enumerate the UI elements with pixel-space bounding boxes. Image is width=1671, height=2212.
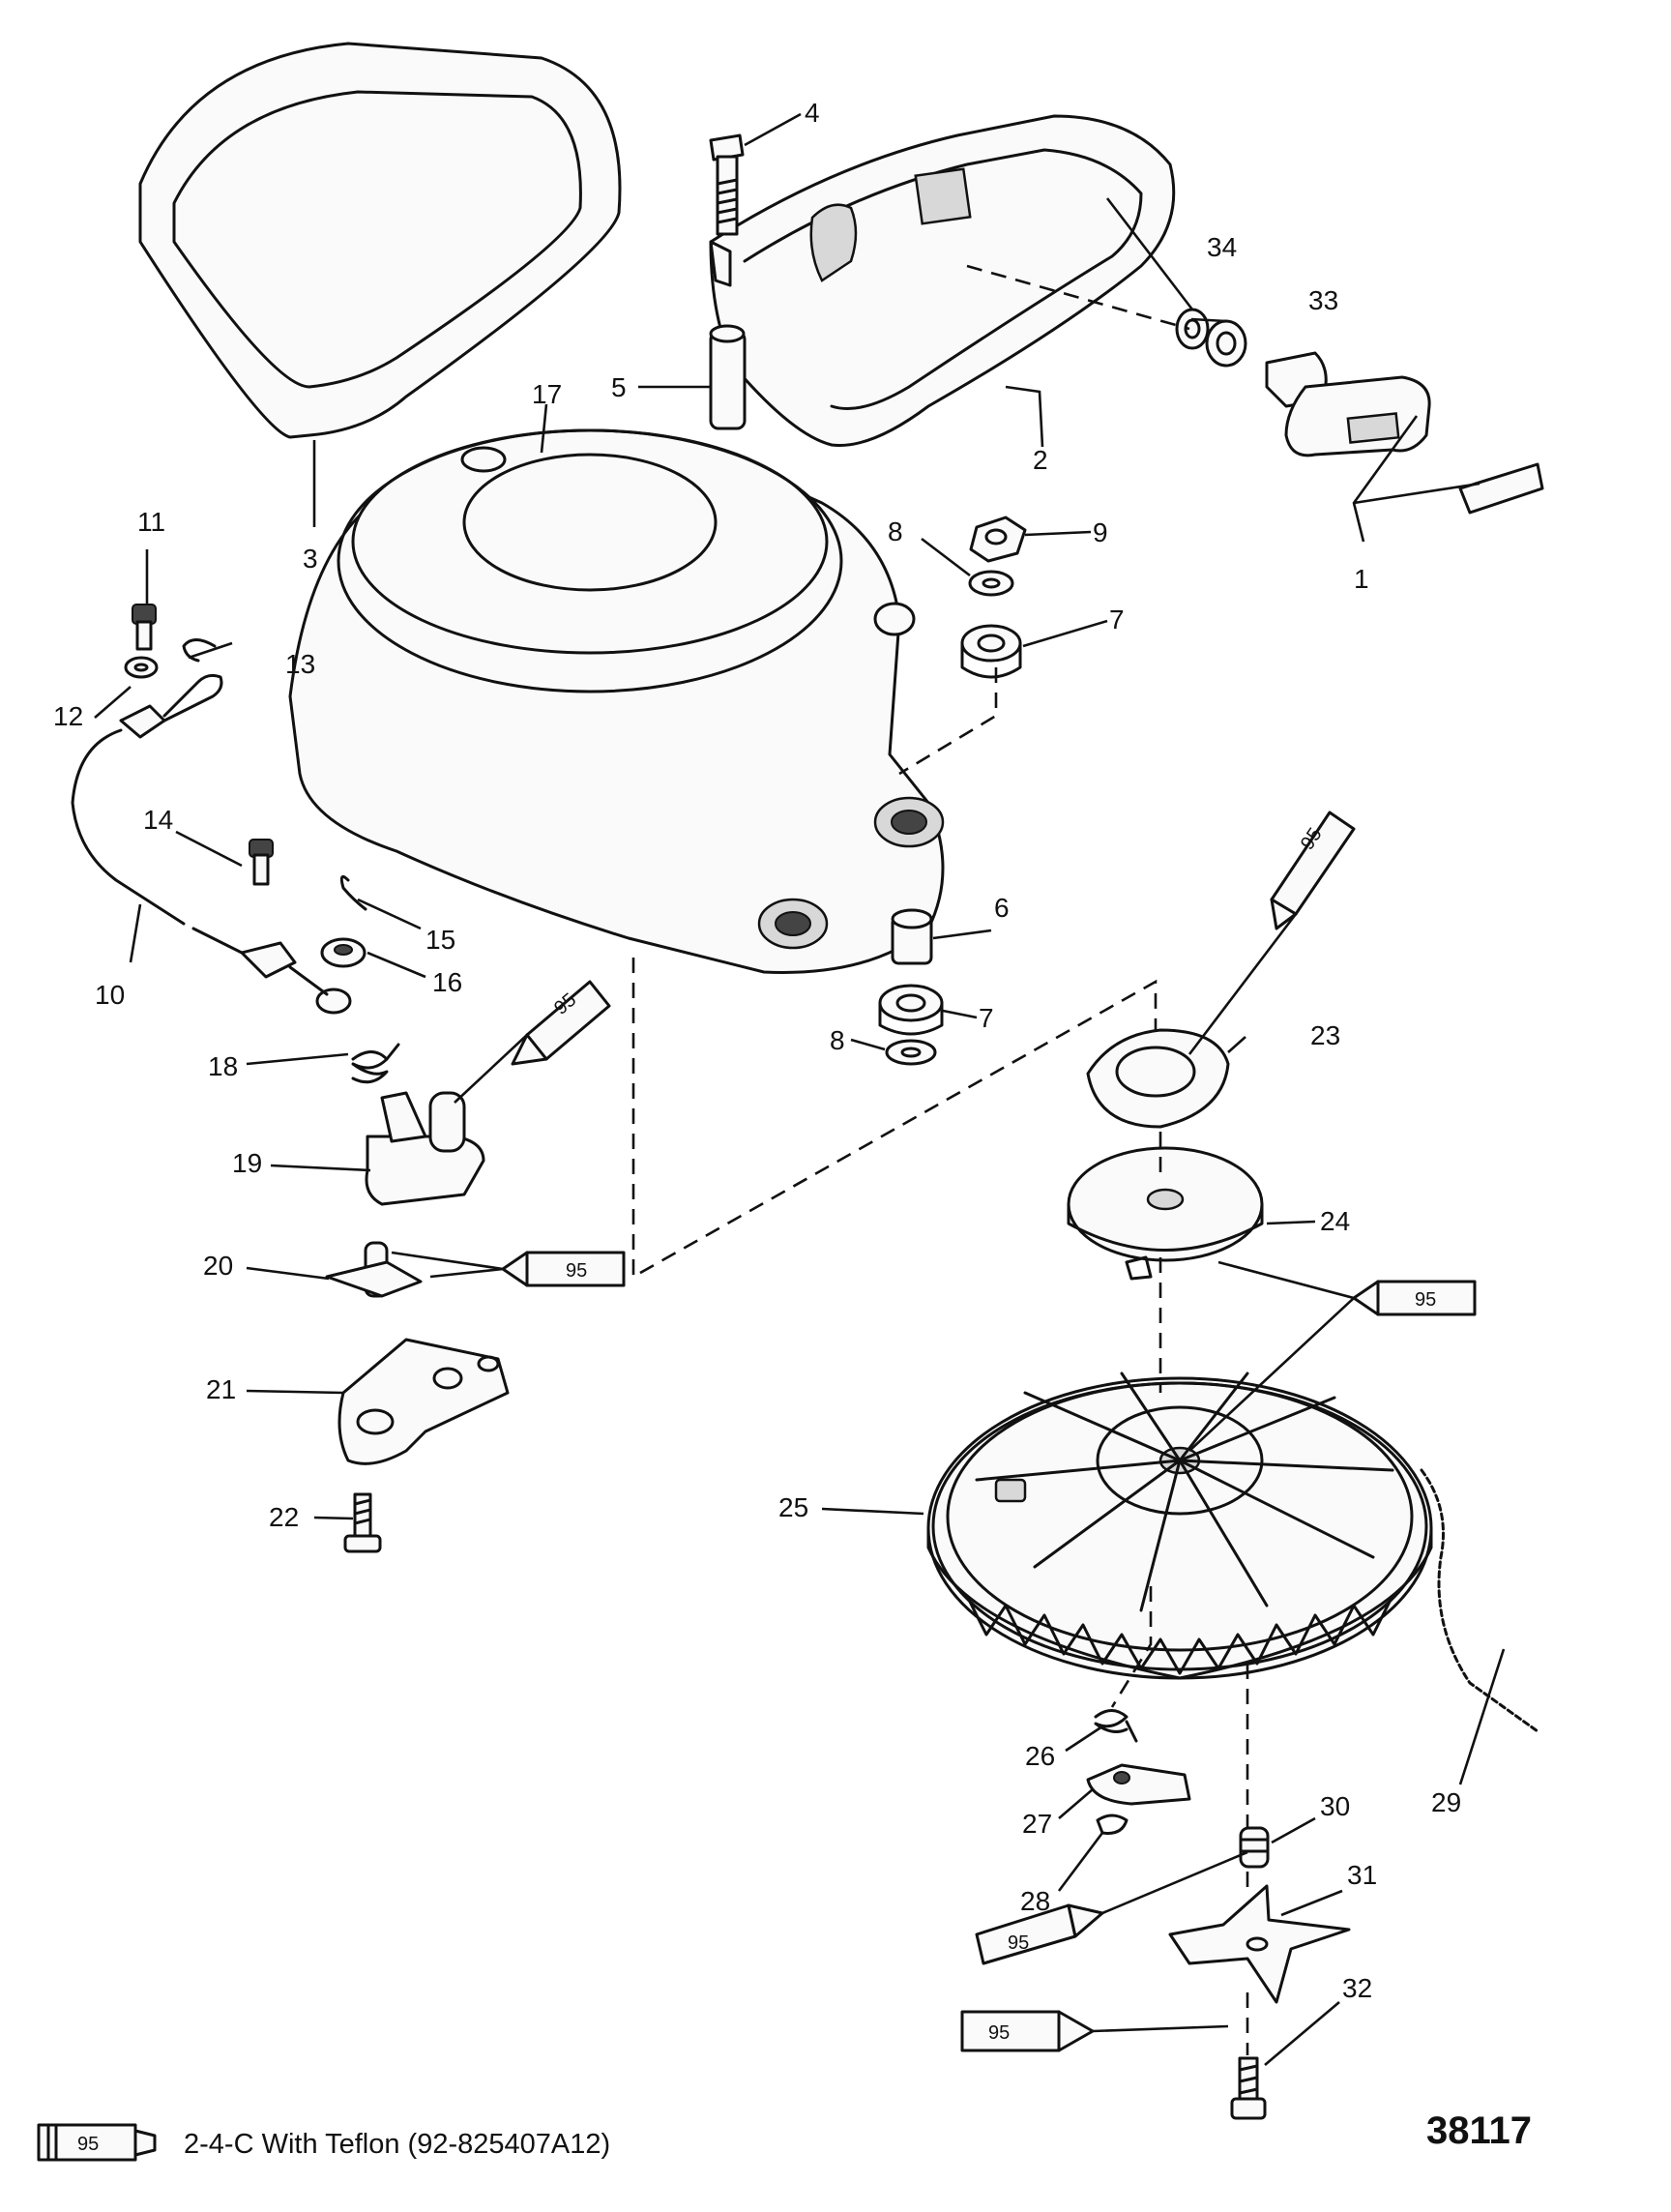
callout-leaders xyxy=(94,112,1506,2066)
lubricant-tube-label: 95 xyxy=(988,2022,1010,2044)
grommet-part-7-upper xyxy=(960,624,1022,679)
bushing-part-33 xyxy=(1205,319,1247,368)
washer-part-34 xyxy=(1175,308,1210,350)
callout-28: 28 xyxy=(1020,1886,1050,1916)
callout-25: 25 xyxy=(778,1492,808,1522)
callout-24: 24 xyxy=(1320,1206,1350,1236)
lubricant-tube-label: 95 xyxy=(1415,1289,1436,1311)
bracket-part-21 xyxy=(337,1338,510,1465)
callout-17: 17 xyxy=(532,379,562,409)
tube-leaders xyxy=(391,913,1355,2033)
lubricant-tube-1: 95 xyxy=(1270,811,1356,930)
callout-2: 2 xyxy=(1033,445,1048,475)
washer-part-8-upper xyxy=(968,570,1014,597)
legend-text: 2-4-C With Teflon (92-825407A12) xyxy=(184,2129,610,2160)
callout-4: 4 xyxy=(805,98,820,128)
screw-part-22 xyxy=(343,1492,382,1553)
retainer-part-23 xyxy=(1086,1028,1230,1129)
callout-29: 29 xyxy=(1431,1787,1461,1817)
screw-part-14 xyxy=(249,839,274,886)
grommet-part-7-lower xyxy=(878,984,944,1036)
callout-7-upper: 7 xyxy=(1109,605,1125,634)
washer-part-12 xyxy=(124,656,159,679)
callout-21: 21 xyxy=(206,1374,236,1404)
gasket-frame-part xyxy=(138,42,622,439)
starter-housing-part xyxy=(288,428,945,974)
callout-8-upper: 8 xyxy=(888,516,903,546)
callout-13: 13 xyxy=(285,649,315,679)
callout-8-lower: 8 xyxy=(830,1025,845,1055)
callout-6: 6 xyxy=(994,893,1010,923)
pawl-part-27 xyxy=(1086,1763,1191,1806)
callout-26: 26 xyxy=(1025,1741,1055,1771)
callout-23: 23 xyxy=(1310,1020,1340,1050)
link-part-20 xyxy=(325,1241,423,1298)
plate-part-31 xyxy=(1168,1884,1351,2004)
nut-part-9 xyxy=(969,516,1027,563)
spacer-part-5 xyxy=(709,324,747,430)
callout-9: 9 xyxy=(1093,517,1108,547)
clip-part-15 xyxy=(339,874,367,911)
callout-19: 19 xyxy=(232,1148,262,1178)
plate-part-24 xyxy=(1067,1146,1264,1281)
callout-27: 27 xyxy=(1022,1809,1052,1839)
callout-31: 31 xyxy=(1347,1860,1377,1890)
screw-part-11 xyxy=(132,604,157,651)
rope-part-29 xyxy=(1420,1468,1539,1733)
bushing-part-30 xyxy=(1239,1826,1270,1869)
screw-part-32 xyxy=(1230,2056,1267,2120)
spacer-part-6 xyxy=(891,908,933,965)
lubricant-tube-label: 95 xyxy=(1008,1932,1029,1954)
cable-part-10 xyxy=(71,673,352,1015)
bushing-part-16 xyxy=(320,937,366,968)
spring-part-26 xyxy=(1094,1709,1138,1743)
callout-33: 33 xyxy=(1308,285,1338,315)
callout-12: 12 xyxy=(53,701,83,731)
figure-number: 38117 xyxy=(1426,2109,1532,2152)
lubricant-tube-3: 95 xyxy=(501,1251,626,1287)
callout-34: 34 xyxy=(1207,232,1237,262)
callout-15: 15 xyxy=(425,925,455,955)
pawl-part-19 xyxy=(365,1091,485,1206)
callout-20: 20 xyxy=(203,1251,233,1281)
legend-tube-label: 95 xyxy=(77,2134,99,2155)
clip-part-13 xyxy=(182,638,217,663)
starter-handle-part xyxy=(1265,351,1544,515)
callout-30: 30 xyxy=(1320,1791,1350,1821)
callout-22: 22 xyxy=(269,1502,299,1532)
pulley-part-25 xyxy=(926,1371,1433,1680)
lubricant-tube-2: 95 xyxy=(511,980,611,1066)
assembly-lines xyxy=(631,264,1249,2055)
callout-11: 11 xyxy=(137,507,165,537)
lubricant-tube-4: 95 xyxy=(1352,1280,1477,1316)
lubricant-tube-6: 95 xyxy=(960,2010,1095,2052)
spring-part-18 xyxy=(351,1043,400,1084)
callout-18: 18 xyxy=(208,1051,238,1081)
handle-housing-part xyxy=(709,114,1176,447)
callout-14: 14 xyxy=(143,805,173,835)
callout-5: 5 xyxy=(611,372,627,402)
callout-3: 3 xyxy=(303,544,318,574)
legend: 95 2-4-C With Teflon (92-825407A12) xyxy=(37,2123,610,2162)
bolt-part-4 xyxy=(709,133,745,236)
callout-32: 32 xyxy=(1342,1973,1372,2003)
callout-16: 16 xyxy=(432,967,462,997)
clip-part-28 xyxy=(1096,1814,1129,1835)
washer-part-8-lower xyxy=(885,1039,937,1066)
callout-1: 1 xyxy=(1354,564,1369,594)
callout-labels: 1 2 3 4 5 6 7 7 8 8 9 10 11 12 13 14 15 … xyxy=(53,98,1461,2003)
callout-10: 10 xyxy=(95,980,125,1010)
lubricant-tube-5: 95 xyxy=(975,1903,1104,1965)
lubricant-tube-label: 95 xyxy=(566,1260,587,1282)
callout-7-lower: 7 xyxy=(979,1003,994,1033)
